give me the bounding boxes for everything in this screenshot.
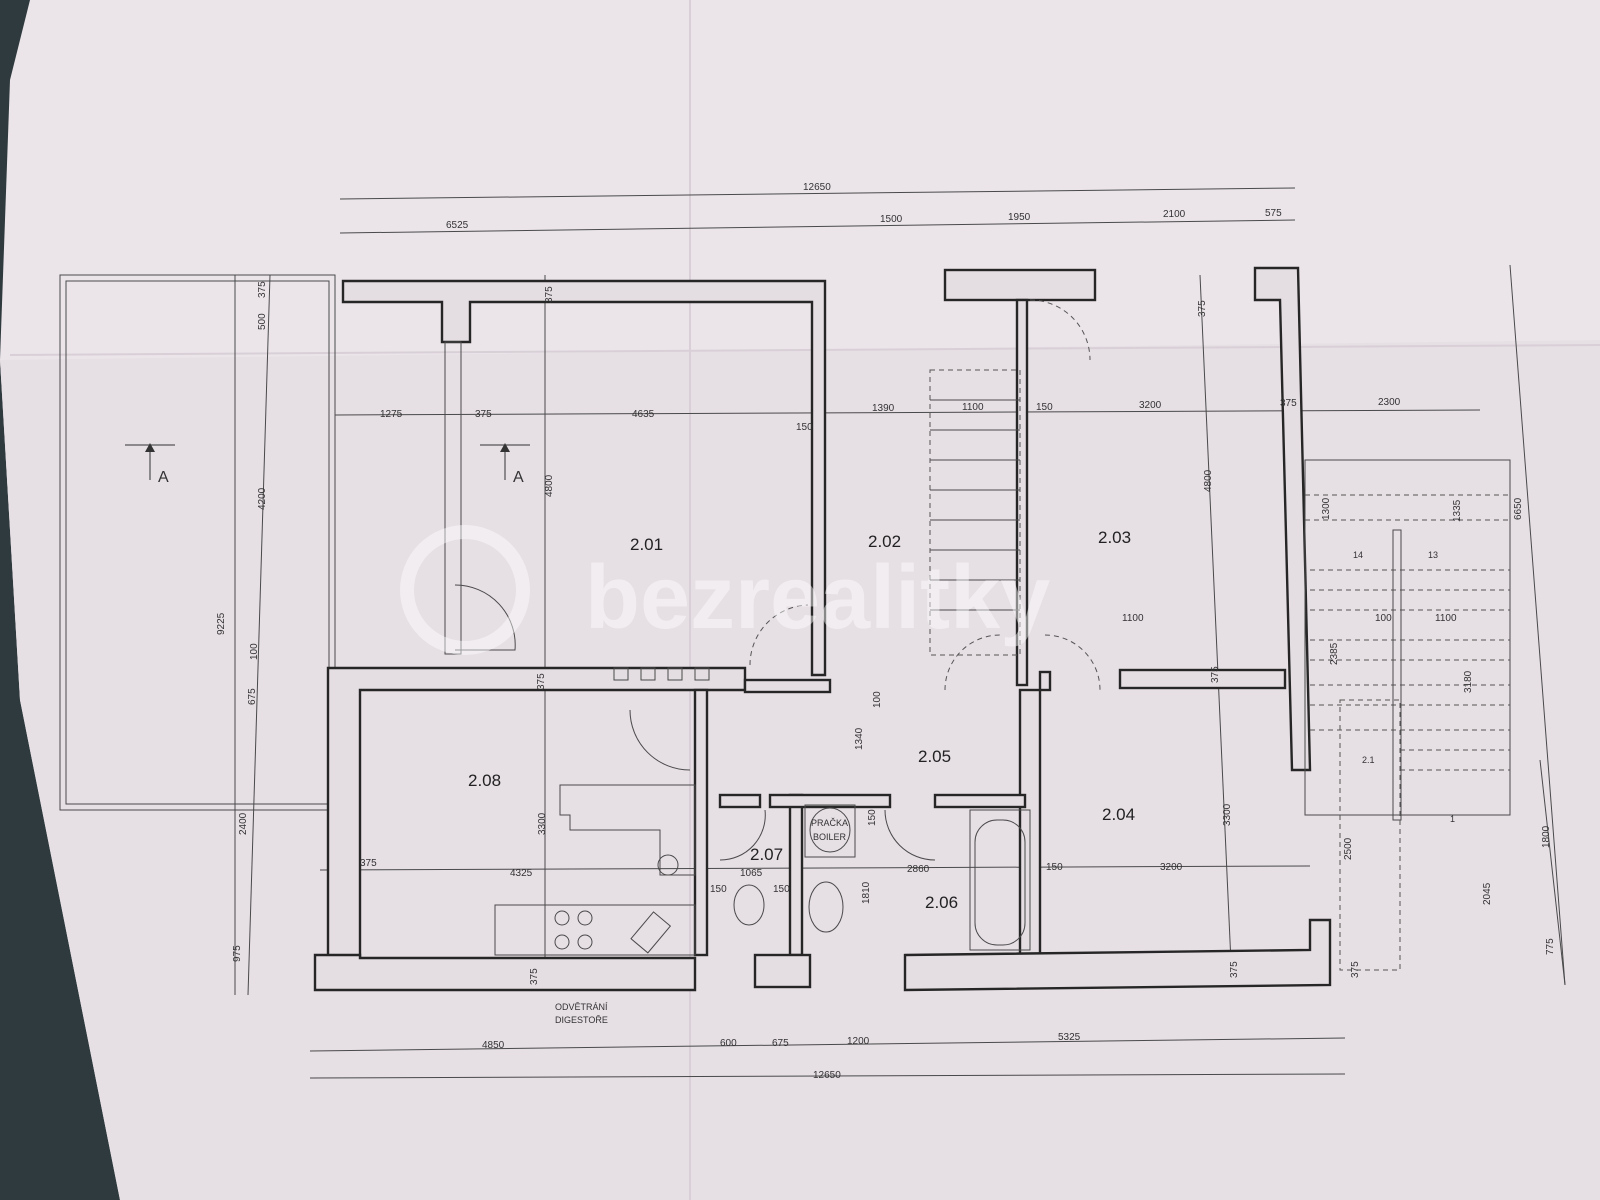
dim-label: 9225 [216,612,227,635]
room-2-03: 2.03 [1098,528,1131,547]
hood-vent-label: DIGESTOŘE [555,1015,608,1025]
dim-label: 6525 [446,220,469,231]
dimension-labels: 12650 6525 1500 1950 2100 575 1275 375 4… [360,182,1457,1081]
dim-label: 1340 [854,727,865,750]
dim-label: 375 [544,286,555,303]
dim-label: 6650 [1513,497,1524,520]
dim-label: 4200 [257,487,268,510]
dim-label: 375 [360,858,377,869]
dim-label: 375 [1210,666,1221,683]
dim-label: 775 [1545,938,1556,955]
dim-label: 150 [796,422,813,433]
dim-label: 2100 [1163,209,1186,220]
washer-label: PRAČKA [811,818,848,828]
dim-label: 150 [867,809,878,826]
dim-label: 3200 [1160,862,1183,873]
dim-label: 600 [720,1038,737,1049]
dim-label: 1390 [872,403,895,414]
bezrealitky-watermark-logo: bezrealitky [400,525,1050,655]
dim-label: 1200 [847,1036,870,1047]
terrace-outline-inner [65,280,330,805]
room-2-01: 2.01 [630,535,663,554]
dim-label: 2385 [1329,642,1340,665]
terrace-outline [59,274,336,811]
dim-label: 5325 [1058,1032,1081,1043]
room-2-02: 2.02 [868,532,901,551]
dim-label: 675 [772,1038,789,1049]
stair-step-label: 1 [1450,814,1455,824]
dim-label: 375 [1197,300,1208,317]
dim-label: 12650 [803,182,831,193]
section-marker: A [480,443,530,486]
dim-label: 1300 [1321,497,1332,520]
stair-step-label: 13 [1428,550,1438,560]
room-2-07: 2.07 [750,845,783,864]
dim-label: 4800 [544,474,555,497]
dim-label: 2500 [1343,837,1354,860]
dim-label: 150 [1046,862,1063,873]
dim-label: 4850 [482,1040,505,1051]
dim-label: 150 [1036,402,1053,413]
section-marker: A [125,443,175,486]
dim-label: 375 [475,409,492,420]
dim-label: 2400 [238,812,249,835]
dim-label: 1950 [1008,212,1031,223]
paper-fold-shade [0,340,1600,1200]
dim-label: 375 [257,281,268,298]
dim-label: 1065 [740,868,763,879]
section-label: A [513,469,524,486]
dimension-lines [234,187,1566,1079]
dim-label: 375 [529,968,540,985]
room-2-08: 2.08 [468,771,501,790]
dim-label: 3300 [1222,803,1233,826]
hood-vent-label: ODVĚTRÁNÍ [555,1002,608,1012]
stair-step-label: 14 [1353,550,1363,560]
dim-label: 3200 [1139,400,1162,411]
dim-label: 4800 [1203,469,1214,492]
walls [313,266,1332,992]
section-label: A [158,469,169,486]
staircase-outer [1304,459,1511,816]
dim-label: 100 [1375,613,1392,624]
dim-label: 1800 [1541,825,1552,848]
stair-ref-label: 2.1 [1362,755,1375,765]
dim-label: 150 [710,884,727,895]
vertical-dimension-labels: 375 4800 375 375 4800 375 100 1340 3300 … [216,281,1556,985]
dim-label: 2860 [907,864,930,875]
dim-label: 1100 [1122,613,1144,624]
dim-label: 100 [249,643,260,660]
room-2-05: 2.05 [918,747,951,766]
dim-label: 1100 [1435,613,1457,624]
fixtures [444,299,1511,971]
staircase-2-02 [929,369,1021,656]
dim-label: 375 [1229,961,1240,978]
dim-label: 3300 [537,812,548,835]
dim-label: 12650 [813,1070,841,1081]
dim-label: 2300 [1378,397,1401,408]
dim-label: 500 [257,313,268,330]
dim-label: 575 [1265,208,1282,219]
boiler-label: BOILER [813,832,847,842]
dim-label: 375 [536,673,547,690]
dim-label: 150 [773,884,790,895]
dim-label: 1100 [962,402,984,413]
dim-label: 4635 [632,409,655,420]
dim-label: 1500 [880,214,903,225]
watermark-text: bezrealitky [585,548,1050,648]
paper-fold [9,344,1600,356]
dim-label: 1275 [380,409,403,420]
dim-label: 4325 [510,868,533,879]
room-2-04: 2.04 [1102,805,1135,824]
dim-label: 675 [247,688,258,705]
dim-label: 1335 [1452,499,1463,522]
room-2-06: 2.06 [925,893,958,912]
dim-label: 375 [1280,398,1297,409]
dim-label: 1810 [861,881,872,904]
dim-label: 100 [872,691,883,708]
dim-label: 975 [232,945,243,962]
dim-label: 3180 [1463,670,1474,693]
dim-label: 2045 [1482,882,1493,905]
dim-label: 375 [1350,961,1361,978]
